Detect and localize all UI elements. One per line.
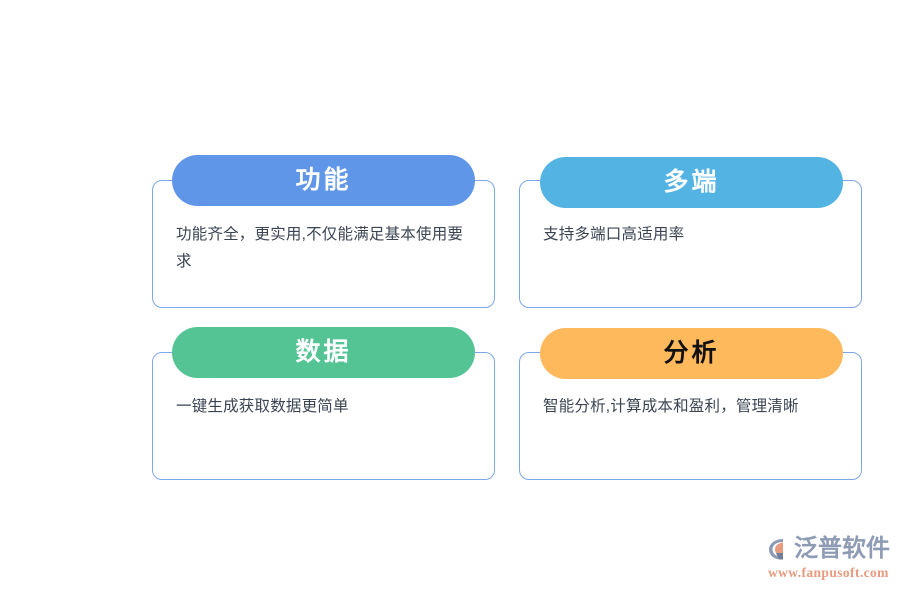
watermark: 泛普软件 www.fanpusoft.com [766,534,890,582]
card-body-analysis: 智能分析,计算成本和盈利，管理清晰 [543,398,799,415]
card-title-multi-terminal: 多端 [663,168,720,196]
card-header-pill-function: 功能 [172,155,475,206]
card-header-pill-data: 数据 [172,327,475,378]
watermark-brand-text: 泛普软件 [794,535,890,562]
card-title-function: 功能 [295,166,352,194]
card-body-data: 一键生成获取数据更简单 [176,398,349,415]
fanpu-logo-icon [769,539,783,560]
card-header-pill-multi-terminal: 多端 [540,157,843,208]
watermark-url-text: www.fanpusoft.com [768,565,889,580]
watermark-brand-row: 泛普软件 [766,534,890,564]
card-title-data: 数据 [295,338,352,366]
card-body-function: 功能齐全，更实用,不仅能满足基本使用要求 [176,226,464,270]
card-title-analysis: 分析 [663,339,720,367]
card-body-multi-terminal: 支持多端口高适用率 [543,226,685,243]
card-header-pill-analysis: 分析 [540,328,843,379]
